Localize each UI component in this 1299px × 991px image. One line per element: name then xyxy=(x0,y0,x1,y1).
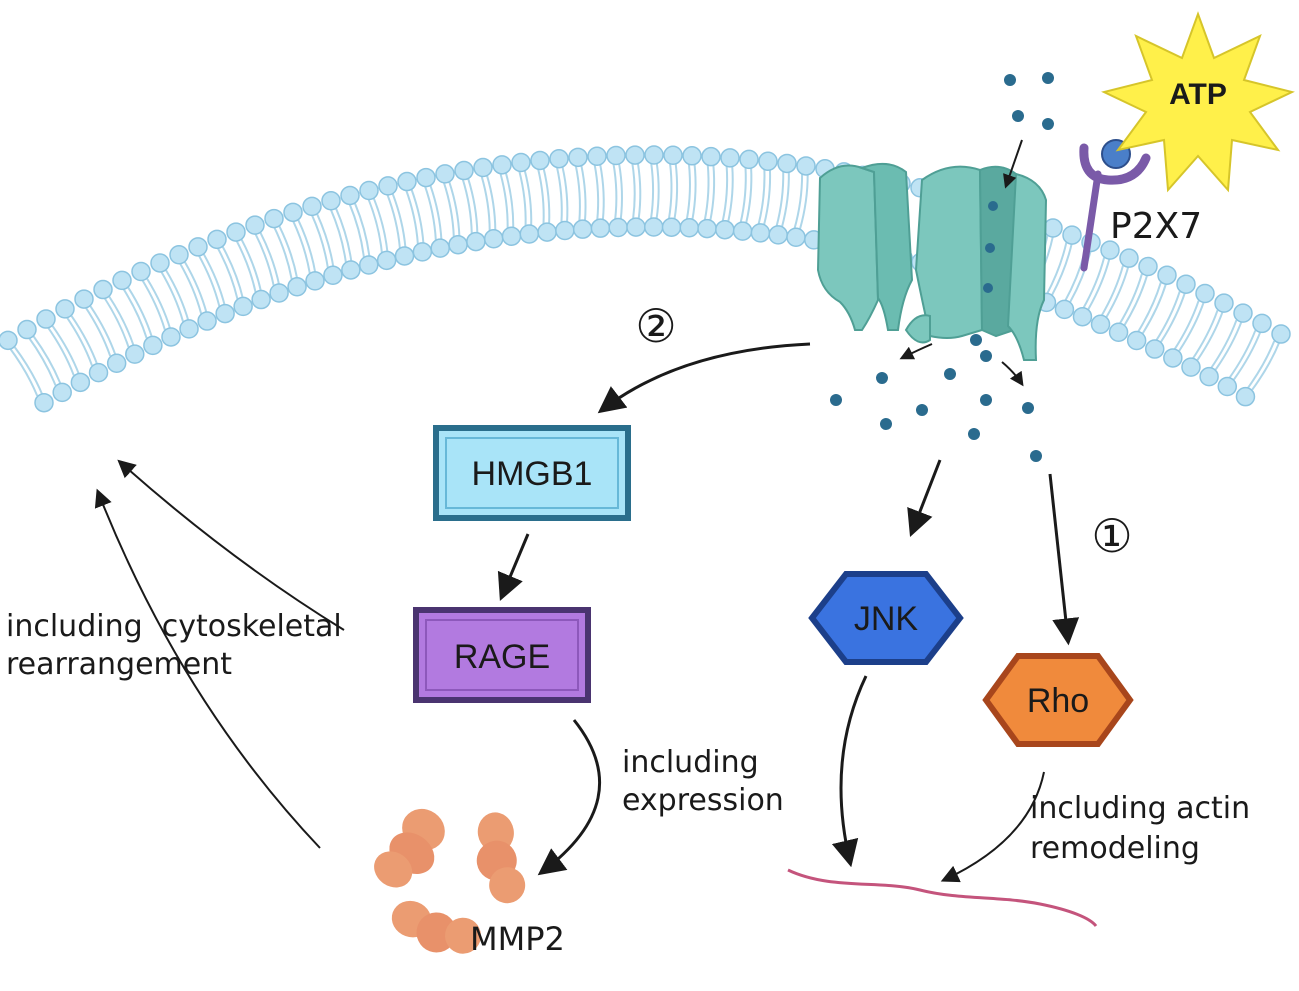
actin-filament xyxy=(787,868,1098,928)
expression-label-line1: including xyxy=(622,745,759,780)
step-one-marker: ① xyxy=(1091,509,1132,563)
extracellular-ions xyxy=(1004,72,1054,130)
channel-ion xyxy=(988,201,998,211)
actin-label-line1: including actin xyxy=(1030,791,1250,826)
expression-label-line2: expression xyxy=(622,783,784,818)
arrow-mmp2-to-membrane xyxy=(94,488,321,849)
intracellular-ions xyxy=(830,334,1042,462)
arrow-hmgb1-to-rage xyxy=(497,533,530,601)
cytoskeletal-label-line2: rearrangement xyxy=(6,647,232,682)
efflux-arrow-left xyxy=(899,343,933,360)
jnk-label: JNK xyxy=(854,600,919,638)
mmp2-label: MMP2 xyxy=(470,920,565,958)
hmgb1-label: HMGB1 xyxy=(472,455,593,493)
efflux-arrow-right xyxy=(1001,361,1024,387)
channel-ion xyxy=(983,283,993,293)
p2x7-receptor: P2X7 xyxy=(1079,139,1202,272)
arrow-to-rho xyxy=(1048,473,1080,646)
rage-label: RAGE xyxy=(454,638,550,676)
arrow-to-jnk xyxy=(907,459,942,538)
hmgb1-node: HMGB1 xyxy=(433,425,631,521)
arrow-cytoskeletal-upper xyxy=(117,459,345,631)
rho-label: Rho xyxy=(1027,682,1089,720)
channel-ion xyxy=(985,243,995,253)
rho-node: Rho xyxy=(982,653,1134,747)
cytoskeletal-label-line1: including cytoskeletal xyxy=(6,609,342,644)
actin-label-line2: remodeling xyxy=(1030,831,1200,866)
mmp2-proteins: MMP2 xyxy=(374,808,565,958)
influx-arrow xyxy=(1003,139,1023,189)
atp-label: ATP xyxy=(1169,78,1227,111)
rage-node: RAGE xyxy=(413,607,591,703)
arrow-rho-to-actin xyxy=(940,771,1045,883)
jnk-node: JNK xyxy=(808,571,964,665)
arrow-rage-to-mmp2 xyxy=(537,719,602,876)
atp-burst: ATP xyxy=(1101,11,1295,193)
step-two-marker: ② xyxy=(635,299,676,353)
receptor-label: P2X7 xyxy=(1110,206,1202,247)
arrow-to-hmgb1 xyxy=(597,342,811,414)
ion-channel xyxy=(816,162,1048,361)
arrow-jnk-to-actin xyxy=(831,675,868,868)
